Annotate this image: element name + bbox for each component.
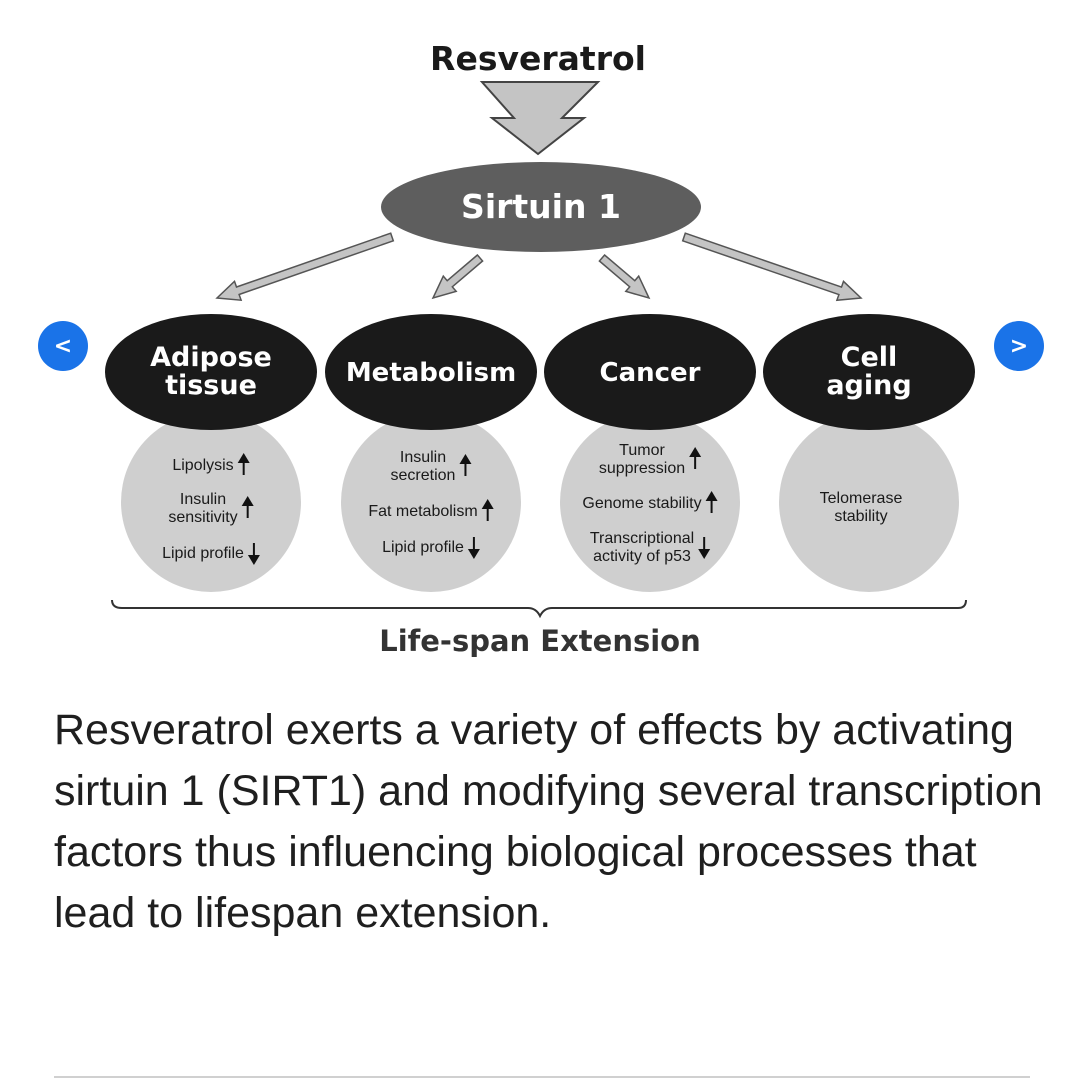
up-arrow-icon xyxy=(481,499,494,521)
sirtuin-node xyxy=(381,162,701,252)
effect-label: Insulin xyxy=(400,449,446,466)
resveratrol-arrow xyxy=(479,81,601,156)
category-title-line1: Cell xyxy=(841,342,898,373)
outcome-label: Life-span Extension xyxy=(379,624,701,658)
categories: AdiposetissueLipolysisInsulinsensitivity… xyxy=(105,314,975,592)
effects-circle xyxy=(121,412,301,592)
span-brace xyxy=(111,599,967,619)
category-node xyxy=(325,314,537,430)
effect-label: stability xyxy=(834,508,887,525)
category-title-line2: aging xyxy=(826,370,911,401)
down-arrow-icon xyxy=(698,537,711,559)
branch-arrow-4 xyxy=(681,232,863,302)
effect-label: Genome stability xyxy=(582,495,701,512)
category-node xyxy=(105,314,317,430)
resveratrol-label: Resveratrol xyxy=(430,39,646,78)
up-arrow-icon xyxy=(705,491,718,513)
up-arrow-icon xyxy=(689,447,702,469)
effects-circle xyxy=(779,412,959,592)
category-title-line1: Adipose xyxy=(150,342,272,373)
branch-arrow-3 xyxy=(598,253,651,300)
up-arrow-icon xyxy=(237,453,250,475)
down-arrow-icon xyxy=(467,537,480,559)
down-arrow-icon xyxy=(247,543,260,565)
effect-label: Tumor xyxy=(619,442,665,459)
branch-arrow-2 xyxy=(431,253,484,300)
up-arrow-icon xyxy=(241,496,254,518)
category-node xyxy=(763,314,975,430)
branch-arrows xyxy=(215,232,863,302)
diagram: Resveratrol Sirtuin 1 AdiposetissueLipol… xyxy=(105,39,975,658)
category-title: Cancer xyxy=(599,358,700,388)
effect-label: Lipid profile xyxy=(382,539,464,556)
divider xyxy=(54,1076,1030,1078)
effect-label: Insulin xyxy=(180,491,226,508)
effect-label: Lipolysis xyxy=(172,457,233,474)
category-node xyxy=(544,314,756,430)
up-arrow-icon xyxy=(459,454,472,476)
effect-label: activity of p53 xyxy=(593,548,691,565)
effects-circle xyxy=(341,412,521,592)
caption-text: Resveratrol exerts a variety of effects … xyxy=(54,706,1043,937)
chevron-right-icon: > xyxy=(1009,333,1029,359)
chevron-left-icon: < xyxy=(53,333,73,359)
branch-arrow-1 xyxy=(215,232,395,302)
effect-label: sensitivity xyxy=(168,509,237,526)
effect-label: Transcriptional xyxy=(590,530,694,547)
category-title: Metabolism xyxy=(346,358,516,388)
category-title-line2: tissue xyxy=(165,370,257,401)
effect-label: secretion xyxy=(391,467,456,484)
effect-label: suppression xyxy=(599,460,685,477)
category-1: AdiposetissueLipolysisInsulinsensitivity… xyxy=(105,314,317,592)
sirtuin-label: Sirtuin 1 xyxy=(461,187,621,226)
previous-button[interactable]: < xyxy=(38,321,88,371)
next-button[interactable]: > xyxy=(994,321,1044,371)
effect-label: Telomerase xyxy=(820,490,903,507)
effect-label: Fat metabolism xyxy=(368,503,477,520)
effect-label: Lipid profile xyxy=(162,545,244,562)
